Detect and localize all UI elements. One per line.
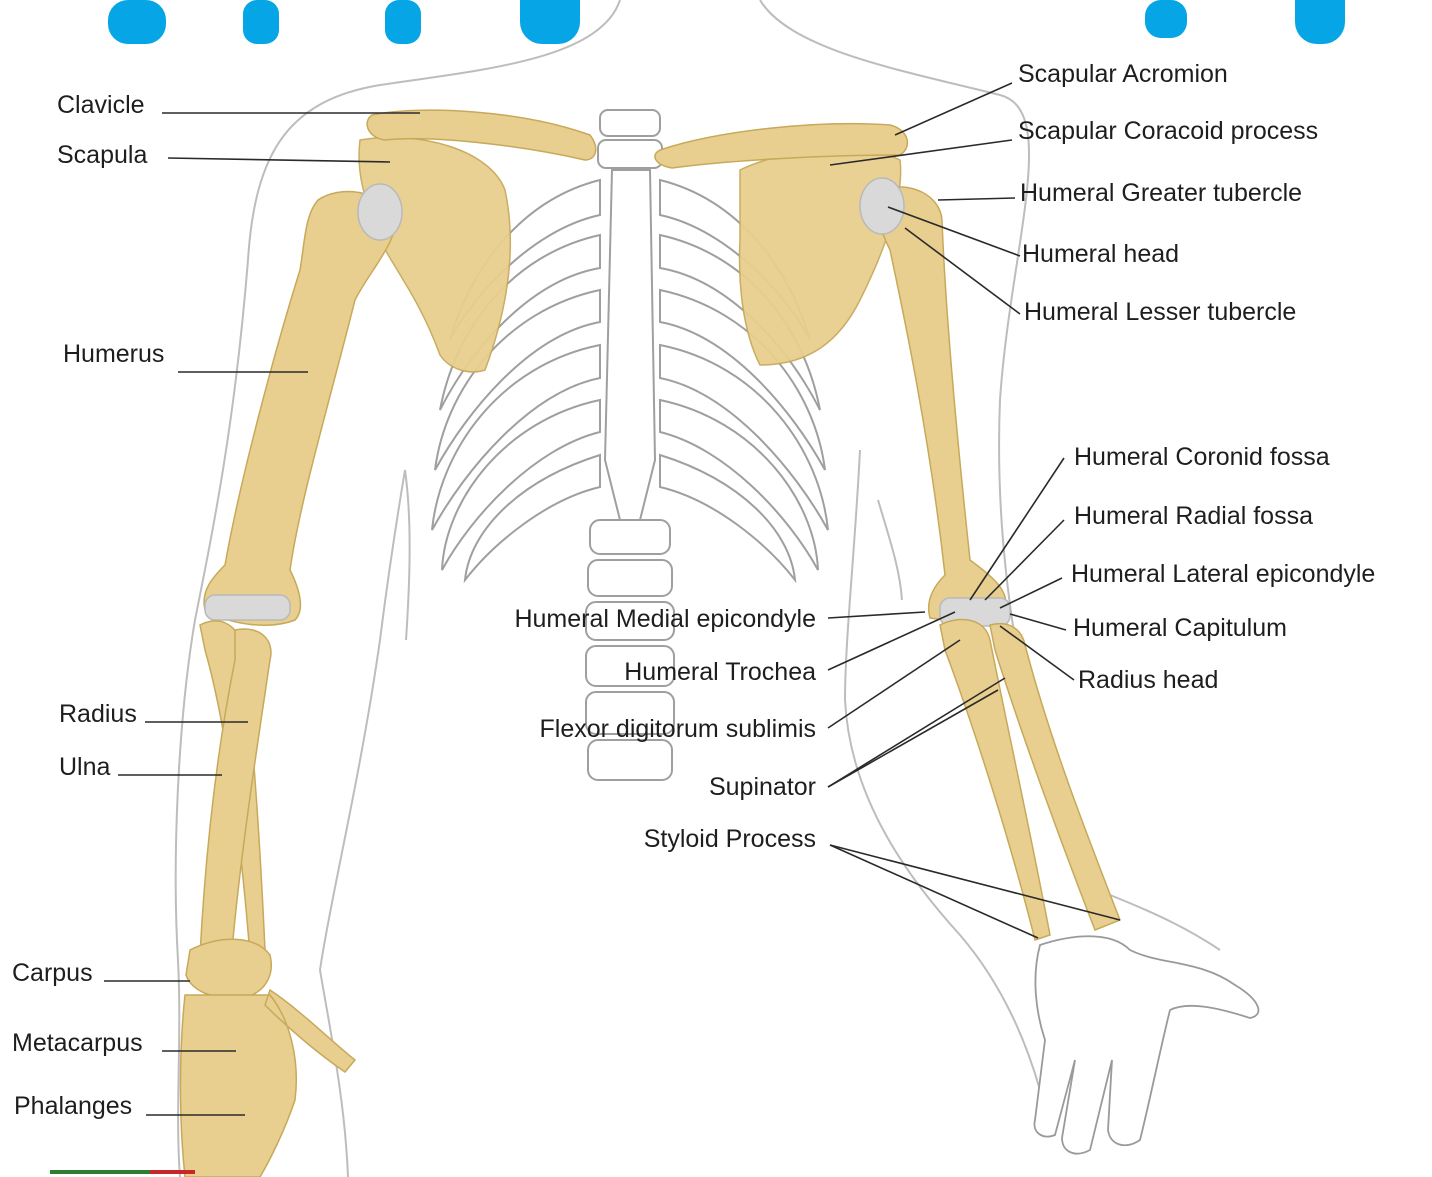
label-humeral-capitulum: Humeral Capitulum — [1073, 614, 1287, 642]
label-humeral-medial-epicondyle: Humeral Medial epicondyle — [514, 605, 816, 633]
label-humerus: Humerus — [63, 340, 164, 368]
labels-center: Humeral Medial epicondyle Humeral Troche… — [514, 605, 816, 853]
label-clavicle: Clavicle — [57, 91, 145, 119]
label-scapular-coracoid: Scapular Coracoid process — [1018, 117, 1318, 145]
left-carpus — [186, 939, 271, 998]
left-elbow-cartilage — [205, 595, 290, 620]
label-humeral-head: Humeral head — [1022, 240, 1179, 268]
label-metacarpus: Metacarpus — [12, 1029, 143, 1057]
label-humeral-lateral-epicondyle: Humeral Lateral epicondyle — [1071, 560, 1375, 588]
right-hand-skeleton — [1034, 936, 1258, 1153]
labels-right: Scapular Acromion Scapular Coracoid proc… — [1018, 60, 1375, 694]
label-humeral-lesser-tubercle: Humeral Lesser tubercle — [1024, 298, 1296, 326]
label-styloid-process: Styloid Process — [644, 825, 816, 853]
label-scapular-acromion: Scapular Acromion — [1018, 60, 1228, 88]
label-radius: Radius — [59, 700, 137, 728]
label-phalanges: Phalanges — [14, 1092, 132, 1120]
left-humeral-head-cartilage — [358, 184, 402, 240]
bottom-color-mark — [50, 1170, 195, 1174]
label-ulna: Ulna — [59, 753, 111, 781]
label-humeral-coronid-fossa: Humeral Coronid fossa — [1074, 443, 1330, 471]
label-supinator: Supinator — [709, 773, 816, 801]
label-humeral-trochea: Humeral Trochea — [624, 658, 816, 686]
label-humeral-greater-tubercle: Humeral Greater tubercle — [1020, 179, 1302, 207]
label-carpus: Carpus — [12, 959, 93, 987]
right-ulna — [940, 620, 1050, 940]
right-humerus — [877, 187, 1006, 620]
label-flexor-digitorum: Flexor digitorum sublimis — [540, 715, 816, 743]
label-scapula: Scapula — [57, 141, 147, 169]
cropped-title-band — [108, 0, 1345, 44]
label-radius-head: Radius head — [1078, 666, 1218, 694]
labels-left: Clavicle Scapula Humerus Radius Ulna Car… — [12, 91, 164, 1120]
right-humeral-head-cartilage — [860, 178, 904, 234]
label-humeral-radial-fossa: Humeral Radial fossa — [1074, 502, 1313, 530]
